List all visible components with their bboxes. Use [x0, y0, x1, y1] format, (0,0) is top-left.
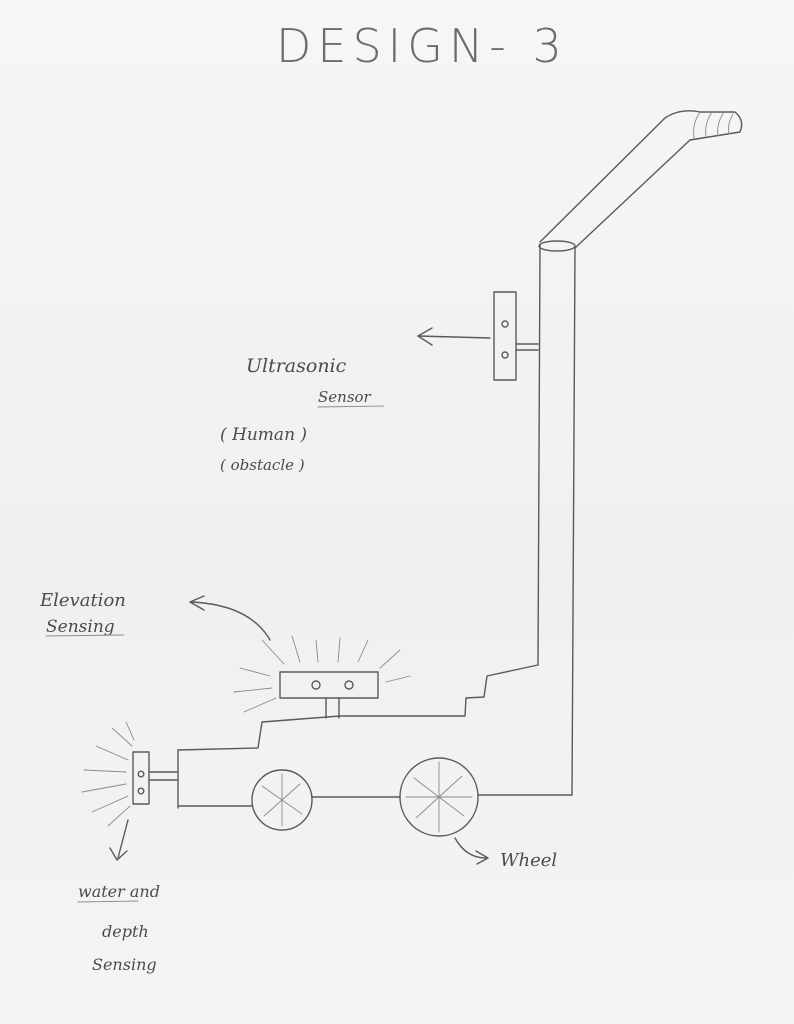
water-depth-sensor	[133, 752, 178, 804]
water-label-line3: Sensing	[92, 955, 157, 974]
elevation-sensor-rays	[234, 636, 410, 712]
human-label-line2: ( obstacle )	[220, 456, 305, 474]
cane-handle	[540, 111, 742, 248]
elevation-label-line2: Sensing	[46, 617, 115, 637]
cane-body-outline	[178, 665, 572, 808]
ultrasonic-label-underline	[318, 406, 384, 407]
water-label-underline	[78, 901, 138, 902]
ultrasonic-sensor	[494, 292, 538, 380]
rear-wheel	[400, 758, 478, 836]
elevation-sensor	[280, 672, 378, 718]
wheel-arrow	[455, 838, 488, 864]
wheel-label: Wheel	[500, 850, 557, 871]
design-title: DESIGN- 3	[276, 19, 568, 73]
water-sensor-rays	[82, 722, 134, 826]
human-label-line1: ( Human )	[220, 425, 307, 445]
water-arrow	[110, 820, 128, 860]
water-label-line1: water and	[78, 882, 160, 901]
ultrasonic-arrow	[418, 328, 490, 345]
water-label-line2: depth	[102, 922, 149, 941]
front-wheel	[252, 770, 312, 830]
ultrasonic-label-line2: Sensor	[318, 388, 372, 406]
cane-pole	[538, 241, 575, 795]
elevation-label-line1: Elevation	[39, 590, 126, 611]
elevation-arrow	[190, 596, 270, 640]
ultrasonic-label-line1: Ultrasonic	[246, 355, 347, 377]
